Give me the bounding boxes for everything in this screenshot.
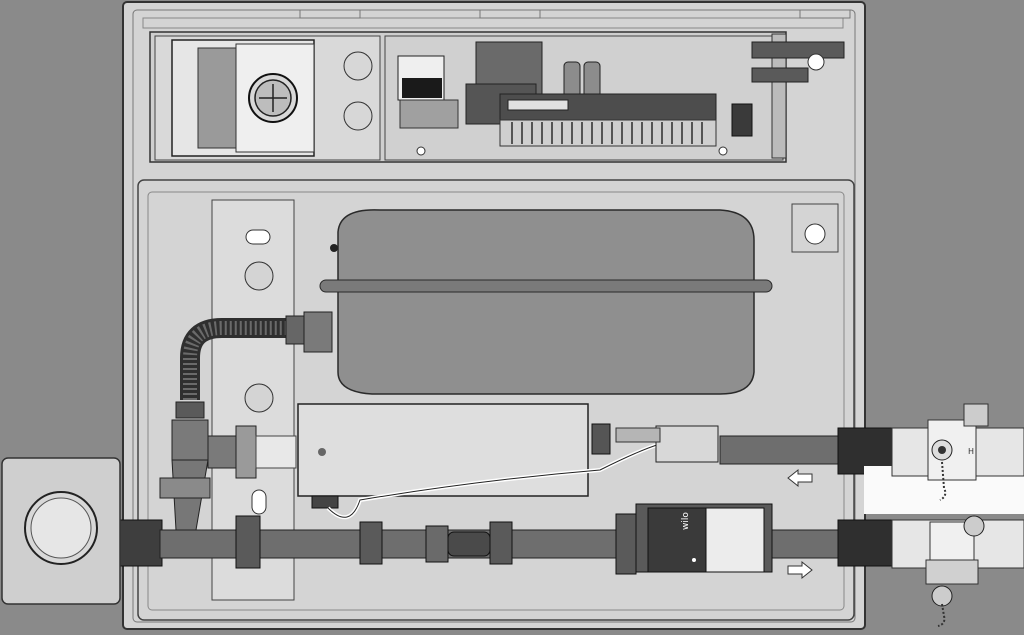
- connector-bracket: [751, 33, 845, 159]
- control-compartment: [149, 31, 845, 163]
- cable-knockout: [343, 101, 373, 131]
- fuse-holder: [731, 103, 753, 137]
- lower-frame: [137, 179, 855, 621]
- side-junction-box: [1, 457, 121, 605]
- vent-hole: [804, 223, 826, 245]
- transformer: [397, 55, 459, 129]
- corrugated-hose: [175, 311, 333, 419]
- circulation-pump: wilo: [635, 503, 773, 573]
- valve-marking: H: [968, 447, 974, 456]
- gauge-dial-icon: [931, 439, 953, 461]
- pump-brand-label: wilo: [681, 512, 691, 530]
- lower-frame-inner: [147, 191, 845, 611]
- circuit-board: [499, 93, 717, 147]
- arrow-left-icon: [787, 468, 813, 488]
- arrow-right-icon: [787, 560, 813, 580]
- cable-knockout: [343, 51, 373, 81]
- display-module: [171, 39, 315, 157]
- return-pipe-assembly: [159, 419, 297, 531]
- expansion-tank: [319, 209, 773, 395]
- rotary-knob-icon: [248, 73, 298, 123]
- valve-assembly: H: [864, 403, 1024, 627]
- heater-control-box: [297, 403, 719, 520]
- screw: [416, 146, 426, 156]
- screw: [718, 146, 728, 156]
